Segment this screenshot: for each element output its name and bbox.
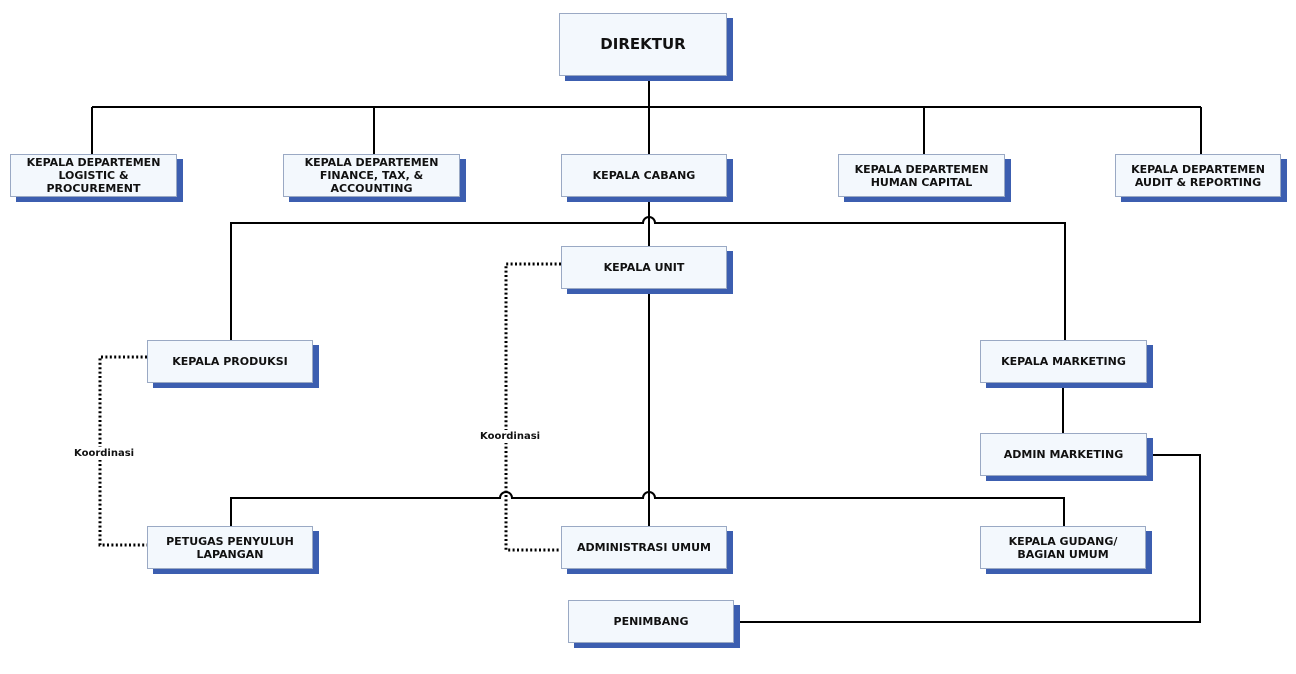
node-kepala-cabang: KEPALA CABANG <box>561 154 727 197</box>
label-koordinasi-center: Koordinasi <box>478 430 543 443</box>
node-kepala-produksi: KEPALA PRODUKSI <box>147 340 313 383</box>
line-lower-bar <box>230 491 1020 527</box>
node-admin-marketing: ADMIN MARKETING <box>980 433 1147 476</box>
line-admin-penimbang <box>737 454 1201 623</box>
label-koordinasi-left: Koordinasi <box>72 447 137 460</box>
node-kepala-marketing: KEPALA MARKETING <box>980 340 1147 383</box>
node-kepala-gudang: KEPALA GUDANG/ BAGIAN UMUM <box>980 526 1146 569</box>
node-kepala-departemen-audit: KEPALA DEPARTEMEN AUDIT & REPORTING <box>1115 154 1281 197</box>
node-kepala-unit: KEPALA UNIT <box>561 246 727 289</box>
node-direktur: DIREKTUR <box>559 13 727 76</box>
line-second-bar <box>230 216 1066 341</box>
node-penimbang: PENIMBANG <box>568 600 734 643</box>
node-petugas-penyuluh-lapangan: PETUGAS PENYULUH LAPANGAN <box>147 526 313 569</box>
node-kepala-departemen-human-capital: KEPALA DEPARTEMEN HUMAN CAPITAL <box>838 154 1005 197</box>
node-administrasi-umum: ADMINISTRASI UMUM <box>561 526 727 569</box>
dotted-koordinasi-center <box>504 262 561 552</box>
node-kepala-departemen-finance: KEPALA DEPARTEMEN FINANCE, TAX, & ACCOUN… <box>283 154 460 197</box>
node-kepala-departemen-logistic: KEPALA DEPARTEMEN LOGISTIC & PROCUREMENT <box>10 154 177 197</box>
line-drop-gudang <box>1020 497 1065 527</box>
